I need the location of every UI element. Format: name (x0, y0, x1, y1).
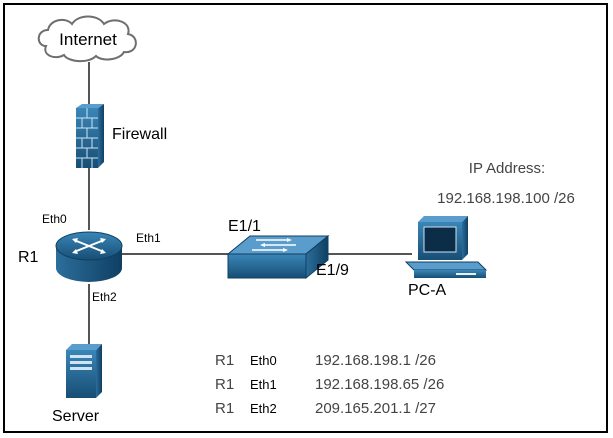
router-eth1-label: Eth1 (136, 231, 161, 245)
ip-row-device: R1 (215, 400, 234, 417)
firewall-icon (76, 104, 104, 168)
internet-cloud-icon (37, 15, 137, 63)
router-eth2-label: Eth2 (92, 290, 117, 304)
ip-row-iface: Eth0 (250, 353, 277, 368)
switch-e1-1-label: E1/1 (228, 218, 261, 235)
pc-label: PC-A (408, 282, 447, 299)
ip-row-iface: Eth1 (250, 377, 277, 392)
switch-e1-9-label: E1/9 (316, 262, 349, 279)
pc-ip-title: IP Address: (469, 160, 545, 177)
ip-row-device: R1 (215, 376, 234, 393)
links (88, 62, 412, 345)
ip-table: R1 Eth0 192.168.198.1 /26 R1 Eth1 192.16… (215, 352, 444, 417)
pc-icon (404, 216, 488, 278)
router-label: R1 (18, 249, 39, 266)
router-eth0-label: Eth0 (42, 212, 67, 226)
ip-row-address: 192.168.198.65 /26 (315, 376, 444, 393)
server-icon (66, 344, 102, 398)
ip-row-iface: Eth2 (250, 401, 277, 416)
ip-row-address: 192.168.198.1 /26 (315, 352, 436, 369)
internet-label: Internet (59, 30, 117, 49)
switch-icon (226, 234, 330, 280)
pc-ip-value: 192.168.198.100 /26 (437, 190, 575, 207)
server-label: Server (52, 408, 100, 425)
ip-row-device: R1 (215, 352, 234, 369)
ip-row-address: 209.165.201.1 /27 (315, 400, 436, 417)
diagram-frame (3, 3, 608, 433)
router-icon (55, 231, 123, 282)
firewall-label: Firewall (112, 126, 167, 143)
